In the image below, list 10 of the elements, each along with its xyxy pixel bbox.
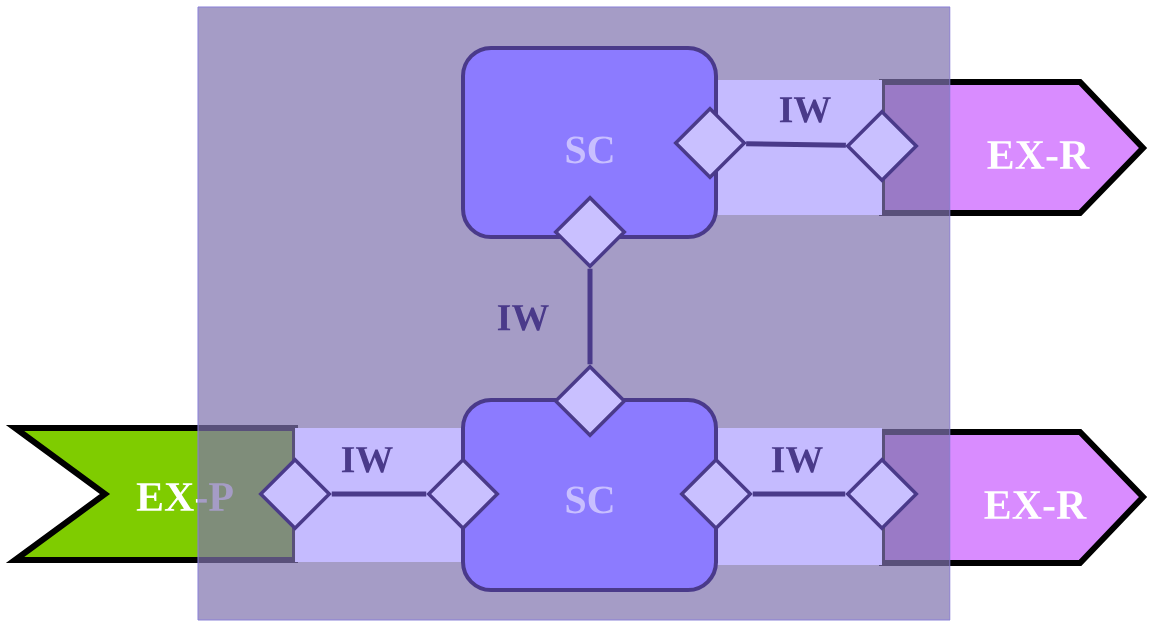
wire-line xyxy=(752,491,846,497)
wire-line xyxy=(746,141,846,148)
edge-label: IW xyxy=(779,97,831,123)
rounded-box: SC xyxy=(461,46,718,239)
edge-label: IW xyxy=(771,447,823,473)
rounded-box: SC xyxy=(461,398,718,592)
wire-line xyxy=(331,491,427,497)
edge-label: IW xyxy=(341,447,393,473)
edge-label: IW xyxy=(497,305,549,331)
wire-line xyxy=(587,268,593,365)
